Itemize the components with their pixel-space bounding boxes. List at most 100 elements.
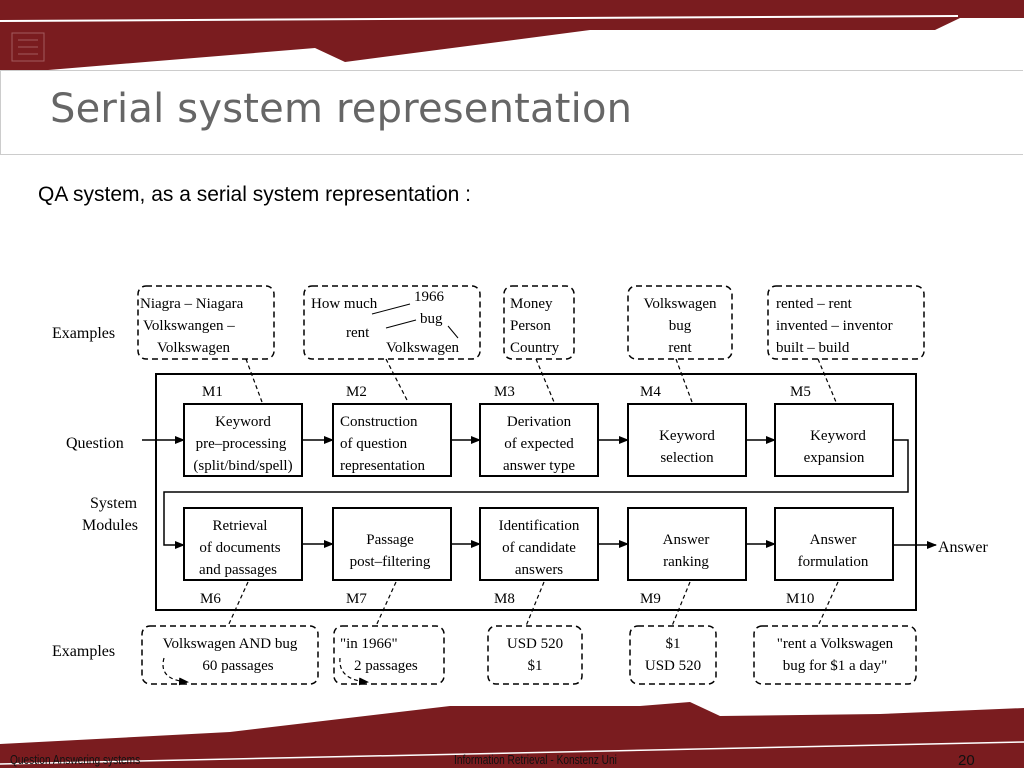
module-m3: Derivation of expected answer type — [479, 403, 599, 477]
row-label-examples-top: Examples — [52, 325, 115, 342]
module-text: Identification — [499, 518, 580, 534]
example-text: 60 passages — [202, 658, 273, 674]
module-text: Passage — [366, 532, 414, 548]
dashed-connector — [385, 358, 409, 403]
module-text: selection — [660, 450, 714, 466]
example-text: USD 520 — [507, 636, 563, 652]
row-label-examples-bottom: Examples — [52, 643, 115, 660]
module-text: expansion — [804, 450, 865, 466]
example-bubble — [137, 285, 275, 360]
header-red-band — [0, 0, 1024, 74]
example-bubble — [303, 285, 481, 360]
wrap-connector — [163, 439, 909, 549]
dashed-connector — [675, 358, 693, 403]
example-text: rent — [668, 340, 692, 356]
example-text: "rent a Volkswagen — [777, 636, 894, 652]
module-text: of question — [340, 436, 408, 452]
slide-subtitle: QA system, as a serial system representa… — [38, 183, 472, 206]
row-label-modules: Modules — [82, 517, 138, 534]
module-id: M2 — [346, 384, 367, 400]
example-text: invented – inventor — [776, 318, 893, 334]
example-bubble — [141, 625, 319, 685]
title-band — [0, 70, 1023, 155]
module-text: Construction — [340, 414, 418, 430]
module-id: M4 — [640, 384, 661, 400]
module-text: Keyword — [810, 428, 866, 444]
qa-serial-system-diagram: Examples Question System Modules Example… — [52, 285, 988, 686]
module-m9: Answer ranking — [627, 507, 747, 581]
dashed-connector — [671, 581, 691, 627]
example-bubble — [487, 625, 583, 685]
module-text: Answer — [810, 532, 857, 548]
connector-line — [385, 319, 417, 329]
system-modules-frame — [155, 373, 917, 611]
example-text: bug for $1 a day" — [783, 658, 887, 674]
top-example-5: rented – rent invented – inventor built … — [767, 285, 925, 360]
footer-page-number: 20 — [958, 752, 975, 769]
bottom-example-5: "rent a Volkswagen bug for $1 a day" — [753, 625, 917, 685]
bottom-example-2: "in 1966" 2 passages — [333, 625, 445, 686]
bottom-example-4: $1 USD 520 — [629, 625, 717, 685]
dashed-connector — [817, 581, 839, 627]
module-text: of expected — [504, 436, 574, 452]
module-text: Keyword — [215, 414, 271, 430]
module-text: (split/bind/spell) — [193, 458, 292, 474]
top-example-4: Volkswagen bug rent — [627, 285, 733, 360]
module-id: M5 — [790, 384, 811, 400]
module-id: M7 — [346, 591, 367, 607]
footer-course-title: Question Answering systems — [10, 752, 141, 767]
example-text: Person — [510, 318, 551, 334]
module-id: M1 — [202, 384, 223, 400]
example-bubble — [767, 285, 925, 360]
module-id: M3 — [494, 384, 515, 400]
footer-decoration — [0, 702, 1024, 768]
module-text: Retrieval — [213, 518, 268, 534]
module-m10: Answer formulation — [774, 507, 894, 581]
example-text: bug — [669, 318, 692, 334]
dashed-connector — [245, 358, 263, 403]
example-text: Volkswagen AND bug — [163, 636, 298, 652]
example-text: "in 1966" — [340, 636, 398, 652]
footer-white-stripe — [0, 741, 1024, 765]
connector-line — [447, 325, 459, 339]
module-m7: Passage post–filtering — [332, 507, 452, 581]
module-m4: Keyword selection — [627, 403, 747, 477]
module-id: M8 — [494, 591, 515, 607]
module-m2: Construction of question representation — [332, 403, 452, 477]
example-bubble — [629, 625, 717, 685]
footer-institution: Information Retrieval - Konstenz Uni — [454, 752, 617, 767]
module-m1: Keyword pre–processing (split/bind/spell… — [183, 403, 303, 477]
example-text: USD 520 — [645, 658, 701, 674]
module-m6: Retrieval of documents and passages — [183, 507, 303, 581]
row-label-answer: Answer — [938, 539, 988, 556]
module-id: M10 — [786, 591, 814, 607]
row-label-system: System — [90, 495, 138, 512]
top-example-1: Niagra – Niagara Volkswangen – Volkswage… — [137, 285, 275, 360]
example-text: Volkswagen — [386, 340, 460, 356]
example-text: Niagra – Niagara — [140, 296, 244, 312]
module-text: Answer — [663, 532, 710, 548]
example-bubble — [627, 285, 733, 360]
example-text: Volkswagen — [643, 296, 717, 312]
curved-arrow — [339, 657, 369, 686]
module-text: Keyword — [659, 428, 715, 444]
module-id: M9 — [640, 591, 661, 607]
logo-mark — [18, 39, 38, 55]
example-text: How much — [311, 296, 378, 312]
top-example-3: Money Person Country — [503, 285, 575, 360]
logo-icon — [11, 32, 45, 62]
example-text: Country — [510, 340, 560, 356]
module-text: of candidate — [502, 540, 576, 556]
connector-line — [371, 303, 411, 315]
example-text: $1 — [666, 636, 681, 652]
module-id: M6 — [200, 591, 221, 607]
dashed-connector — [535, 358, 555, 403]
example-text: bug — [420, 311, 443, 327]
example-text: Volkswangen – — [143, 318, 235, 334]
dashed-connector — [227, 581, 249, 627]
example-text: 2 passages — [354, 658, 418, 674]
dashed-connector — [525, 581, 545, 627]
example-bubble — [333, 625, 445, 685]
header-decoration — [0, 0, 1024, 74]
footer-red-band — [0, 702, 1024, 768]
